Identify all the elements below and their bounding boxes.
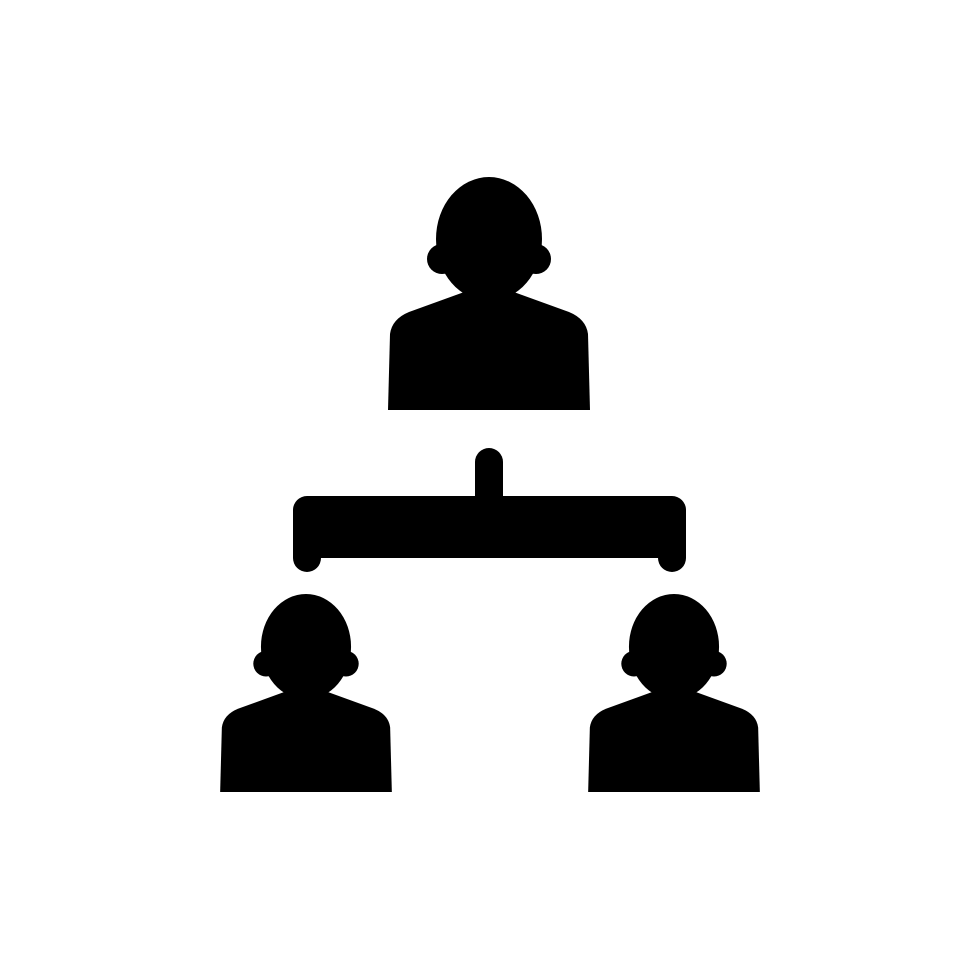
connector-lines: [293, 448, 686, 572]
connector-branch: [293, 496, 686, 572]
person-icon-bottom-left: [220, 594, 392, 793]
person-icon-top: [388, 177, 590, 410]
person-icon-bottom-right: [588, 594, 760, 793]
